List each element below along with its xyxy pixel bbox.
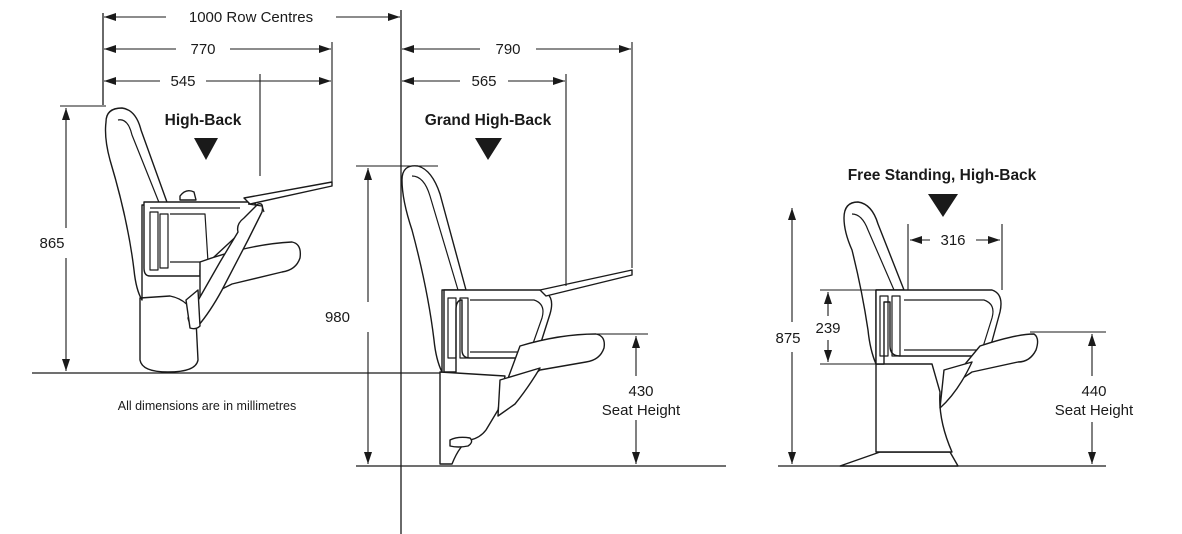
high-back-depth-tablet-label: 770 (190, 41, 215, 58)
high-back-pointer-icon (194, 138, 218, 160)
grand-depth-tablet-label: 790 (495, 41, 520, 58)
grand-depth-seat-label: 565 (471, 73, 496, 90)
grand-seat-height-label: Seat Height (602, 402, 681, 419)
grand-high-back-title: Grand High-Back (425, 112, 552, 129)
dim-high-back-770 (104, 42, 333, 182)
high-back-title: High-Back (165, 112, 242, 129)
dim-grand-565 (402, 74, 567, 286)
units-note: All dimensions are in millimetres (118, 399, 297, 413)
dim-row-centres (104, 13, 400, 21)
grand-high-back-chair (401, 165, 633, 465)
free-standing-arm-height-label: 239 (815, 320, 840, 337)
dim-grand-790 (402, 42, 633, 268)
dim-free-875 (788, 208, 796, 464)
grand-high-back-pointer-icon (475, 138, 502, 160)
grand-seat-height-value: 430 (628, 383, 653, 400)
dim-free-440 (1030, 331, 1106, 464)
row-centres-label: 1000 Row Centres (189, 9, 313, 26)
free-standing-chair (839, 201, 1039, 467)
free-standing-pointer-icon (928, 194, 958, 217)
dim-high-back-865 (60, 105, 106, 371)
free-standing-width-label: 316 (940, 232, 965, 249)
free-standing-height-label: 875 (775, 330, 800, 347)
dim-high-back-545 (104, 74, 331, 176)
high-back-height-label: 865 (39, 235, 64, 252)
high-back-chair (104, 107, 333, 373)
high-back-depth-seat-label: 545 (170, 73, 195, 90)
grand-height-label: 980 (325, 309, 350, 326)
free-standing-title: Free Standing, High-Back (848, 167, 1037, 184)
dim-grand-430 (596, 333, 648, 464)
dim-free-239 (820, 289, 880, 365)
free-standing-seat-height-label: Seat Height (1055, 402, 1134, 419)
dim-free-316 (907, 224, 1003, 290)
dim-grand-980 (356, 165, 438, 464)
free-standing-seat-height-value: 440 (1081, 383, 1106, 400)
